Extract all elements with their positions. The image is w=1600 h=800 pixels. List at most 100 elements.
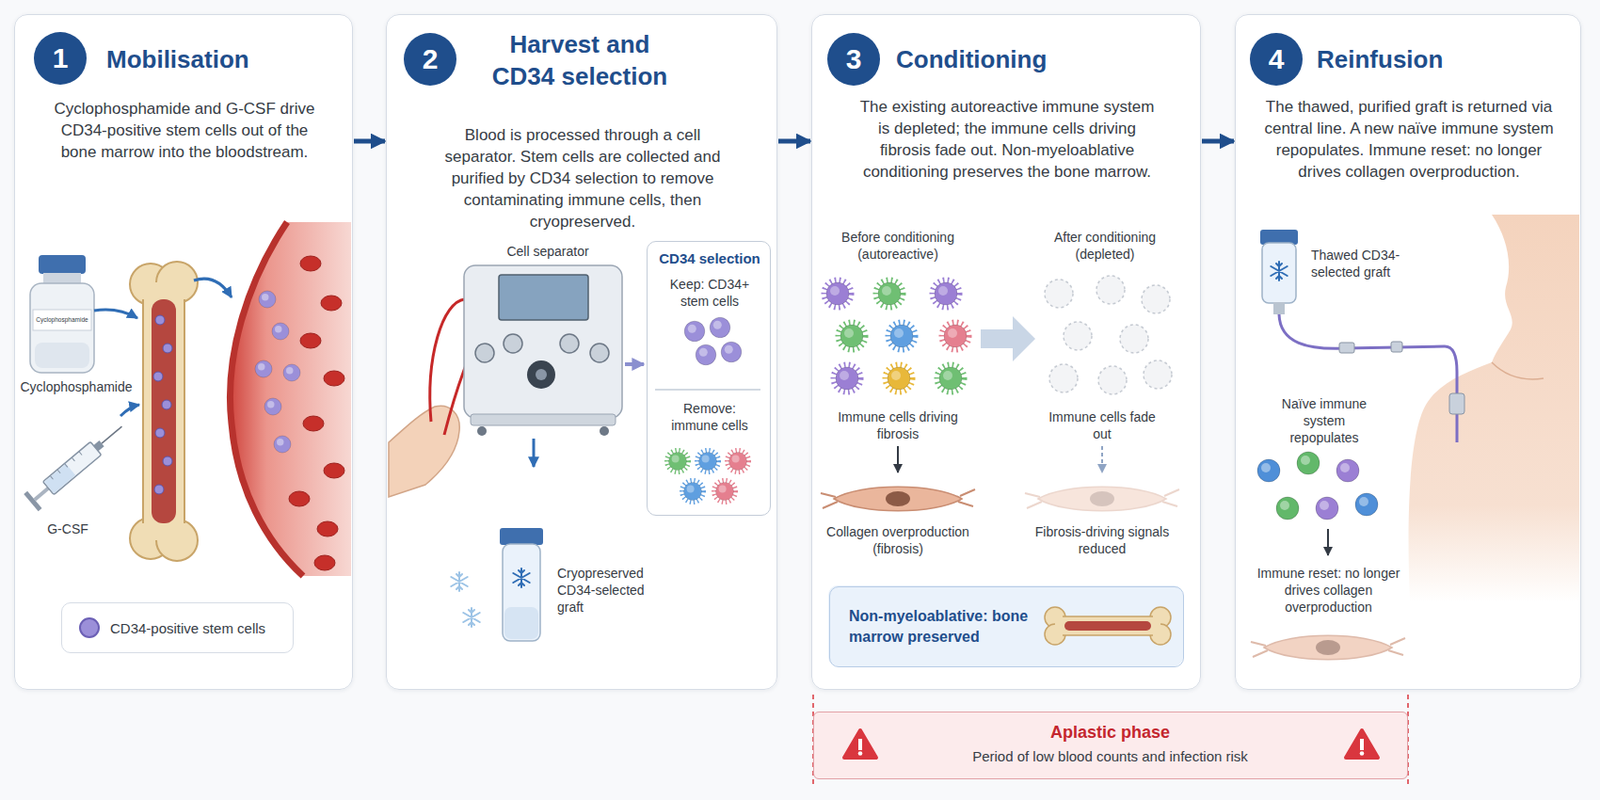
blood-vessel xyxy=(314,555,336,571)
depleted-cells xyxy=(1098,366,1127,395)
panel-ground xyxy=(1234,14,1582,690)
number-circle xyxy=(827,32,880,86)
step-number-text: 1 xyxy=(52,42,69,75)
text-slot: Period of low blood counts and infection… xyxy=(814,747,1407,767)
figure-label: Immune reset: no longer drives collagen … xyxy=(1250,564,1407,616)
phase-band: Aplastic phasePeriod of low blood counts… xyxy=(813,711,1408,780)
label-slot: Cyclophosphamide xyxy=(32,313,92,327)
bone xyxy=(143,282,185,541)
text-slot: Keep: CD34+ stem cells xyxy=(662,275,757,310)
blood-vessel xyxy=(288,491,310,507)
flow-arrow xyxy=(778,139,811,144)
removed-cells xyxy=(667,450,749,502)
legend-box: CD34-positive stem cells xyxy=(61,602,294,654)
legend-row: CD34-positive stem cells xyxy=(79,611,282,644)
autoreactive-cells xyxy=(888,322,915,350)
blood-vessel xyxy=(229,222,304,576)
text-slot: 3 xyxy=(826,32,881,87)
bone xyxy=(155,428,165,438)
removed-cells xyxy=(682,480,704,502)
fibroblast xyxy=(820,486,976,512)
naive-cells xyxy=(1336,459,1360,482)
step-number: 4 xyxy=(1248,32,1304,87)
reset-arrow xyxy=(1327,528,1329,556)
graft-bag xyxy=(1262,242,1296,304)
step-panel: MobilisationCyclophosphamide and G-CSF d… xyxy=(14,14,353,690)
blood-vessel xyxy=(258,290,276,308)
blood-vessel xyxy=(229,222,352,576)
label-slot: Immune cells driving fibrosis xyxy=(817,408,978,443)
depleted-cells xyxy=(1120,324,1149,353)
bone xyxy=(162,456,173,466)
blood-vessel xyxy=(255,290,301,453)
bone xyxy=(155,315,165,325)
depleted-cells xyxy=(1044,279,1073,308)
cryo-tube xyxy=(512,568,529,588)
blood-vessel xyxy=(323,463,345,479)
text-slot: Reinfusion xyxy=(1316,43,1552,76)
bone xyxy=(129,261,198,561)
text-slot: Aplastic phase xyxy=(814,720,1407,744)
heading-text: Reinfusion xyxy=(1316,43,1552,76)
removed-cells xyxy=(727,450,749,472)
number-circle xyxy=(403,32,457,86)
text-slot: Cyclophosphamide and G-CSF drive CD34-po… xyxy=(48,97,321,163)
autoreactive-cells xyxy=(838,322,865,350)
signal-arrows xyxy=(1101,446,1104,473)
heading-text: Conditioning xyxy=(896,43,1160,76)
selected-cells xyxy=(684,320,705,342)
selection-box: CD34 selectionKeep: CD34+ stem cellsRemo… xyxy=(646,240,771,516)
process-arrows xyxy=(533,364,644,467)
depleted-cells xyxy=(1141,285,1170,314)
selected-cells xyxy=(684,317,742,366)
bone xyxy=(162,343,173,353)
naive-cells xyxy=(1296,451,1320,475)
signal-arrows xyxy=(896,446,899,473)
step-number: 3 xyxy=(826,32,881,87)
cell-separator xyxy=(527,360,556,389)
graft-bag xyxy=(1270,261,1287,281)
central-line xyxy=(1339,342,1355,353)
text-slot: 1 xyxy=(32,31,88,86)
autoreactive-cells xyxy=(942,322,969,350)
fibroblast xyxy=(1024,486,1180,512)
panel-ground xyxy=(14,14,353,690)
cell-separator xyxy=(475,334,609,363)
cell-separator xyxy=(599,426,609,436)
autoreactive-cells xyxy=(876,280,903,307)
blood-vessel xyxy=(288,256,345,571)
heading-text: Harvest and CD34 selection xyxy=(476,28,684,93)
graft-bag xyxy=(1273,302,1285,315)
drug-vial xyxy=(38,255,86,274)
flow-arrow xyxy=(353,139,385,144)
label-slot: Immune cells fade out xyxy=(1045,408,1159,443)
depleted-cells xyxy=(1143,360,1172,389)
figure-label: Cryopreserved CD34-selected graft xyxy=(557,564,666,616)
panel-ground xyxy=(645,240,770,515)
cryo-tube xyxy=(450,528,544,641)
figure-label: Immune cells fade out xyxy=(1045,408,1159,443)
shoulder-line xyxy=(1491,362,1544,380)
blood-vessel xyxy=(323,370,345,386)
blood-vessel xyxy=(317,521,338,537)
mobilising-arrows xyxy=(193,278,232,298)
cell-separator xyxy=(503,334,523,353)
cryo-tube xyxy=(463,608,480,627)
figure-label: Cyclophosphamide xyxy=(32,313,92,327)
syringe xyxy=(23,417,129,512)
note-box: Non-myeloablative: bone marrow preserved xyxy=(829,586,1184,668)
legend-swatch xyxy=(79,617,100,639)
blood-vessel xyxy=(300,333,321,349)
panel-ground xyxy=(385,14,778,690)
figure-label: After conditioning (depleted) xyxy=(1024,228,1185,263)
central-line xyxy=(1449,393,1465,415)
autoreactive-cells xyxy=(824,280,969,392)
figure-label: Immune cells driving fibrosis xyxy=(817,408,978,443)
depleted-cells xyxy=(1063,321,1092,351)
heading-text: CD34 selection xyxy=(649,249,770,268)
body-text: Remove: immune cells xyxy=(664,400,755,434)
depleted-cells xyxy=(1096,275,1125,304)
cell-separator xyxy=(498,274,589,320)
figure-label: Cyclophosphamide xyxy=(15,378,138,396)
blood-vessel xyxy=(272,322,289,340)
